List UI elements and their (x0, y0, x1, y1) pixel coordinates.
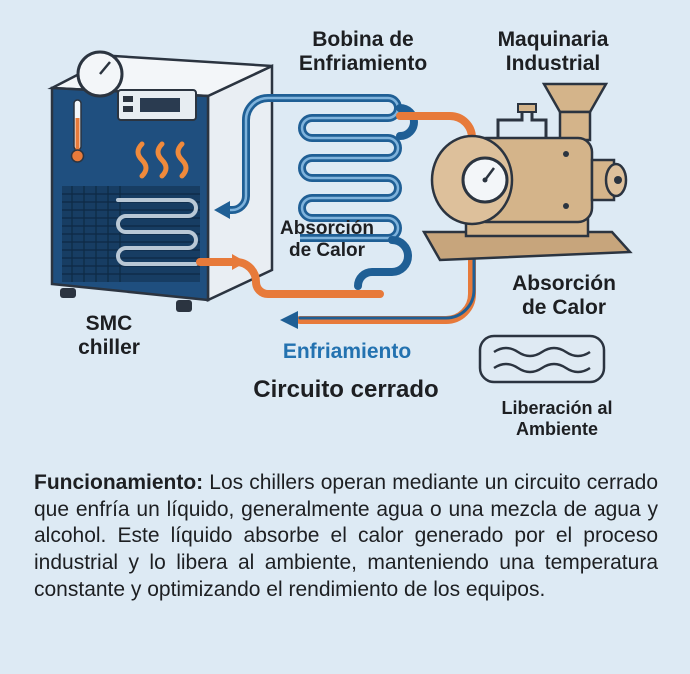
chiller-label: SMC chiller (78, 312, 140, 360)
cold-return-pipe (214, 94, 304, 219)
heat-waves-icon (135, 141, 189, 179)
arrow-icon (280, 311, 298, 329)
closed-circuit-label: Circuito cerrado (253, 376, 439, 403)
machine-label: Maquinaria Industrial (497, 28, 609, 76)
arrow-icon (214, 201, 230, 219)
machine-gauge-icon (461, 156, 509, 204)
chiller-unit (47, 50, 274, 312)
hot-pipe-chiller (196, 254, 384, 298)
cooling-label: Enfriamiento (282, 340, 412, 363)
description-text: Los chillers operan mediante un circuito… (34, 471, 658, 601)
heat-release-icon (478, 334, 606, 384)
description-paragraph: Funcionamiento: Los chillers operan medi… (34, 470, 658, 603)
industrial-machine (421, 82, 633, 262)
pressure-gauge-icon (76, 50, 124, 98)
description-heading: Funcionamiento: (34, 471, 204, 494)
vent-grille (62, 186, 200, 282)
arrow-icon (232, 254, 246, 270)
cooling-coil (298, 94, 418, 290)
coil-label: Bobina de Enfriamiento (298, 28, 428, 76)
heat-absorption-label-left: Absorción de Calor (280, 218, 374, 261)
thermometer-icon (70, 99, 85, 163)
release-label: Liberación al Ambiente (501, 398, 613, 439)
heat-absorption-label-right: Absorción de Calor (512, 272, 616, 320)
